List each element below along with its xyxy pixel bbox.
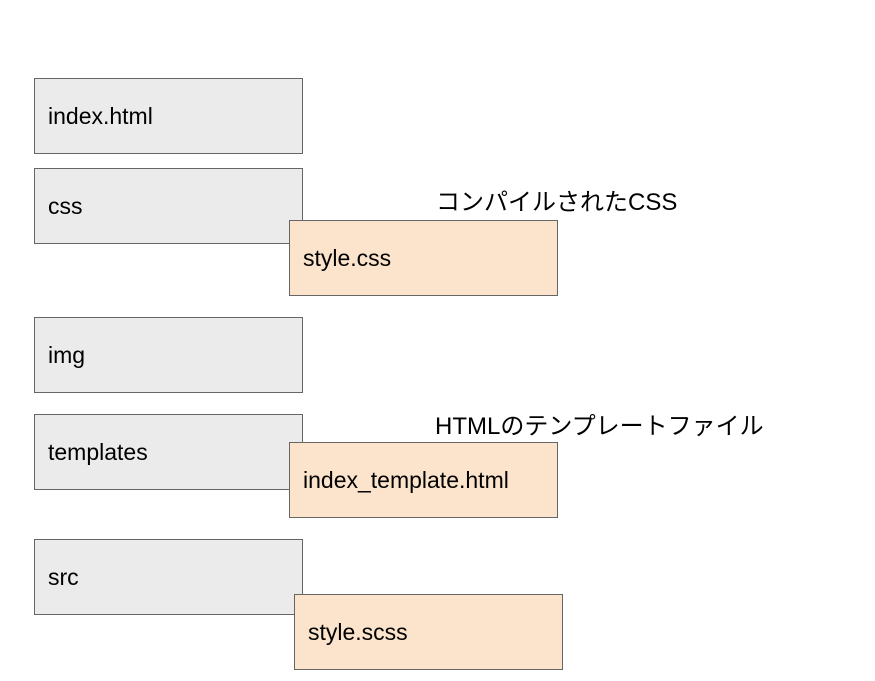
style-css-file-box: style.css	[289, 220, 558, 296]
compiled-css-note: コンパイルされたCSS	[436, 189, 678, 216]
src-folder-label: src	[48, 563, 79, 590]
img-folder-box: img	[34, 317, 303, 393]
index-html-box: index.html	[34, 78, 303, 154]
templates-folder-label: templates	[48, 438, 148, 465]
css-folder-box: css	[34, 168, 303, 244]
css-folder-label: css	[48, 192, 83, 219]
index-template-file-box: index_template.html	[289, 442, 558, 518]
html-template-note: HTMLのテンプレートファイル	[435, 413, 764, 440]
style-css-file-label: style.css	[303, 244, 392, 271]
index-template-file-label: index_template.html	[303, 466, 509, 493]
index-html-label: index.html	[48, 102, 153, 129]
img-folder-label: img	[48, 341, 86, 368]
style-scss-file-box: style.scss	[294, 594, 563, 670]
style-scss-file-label: style.scss	[308, 618, 408, 645]
templates-folder-box: templates	[34, 414, 303, 490]
src-folder-box: src	[34, 539, 303, 615]
